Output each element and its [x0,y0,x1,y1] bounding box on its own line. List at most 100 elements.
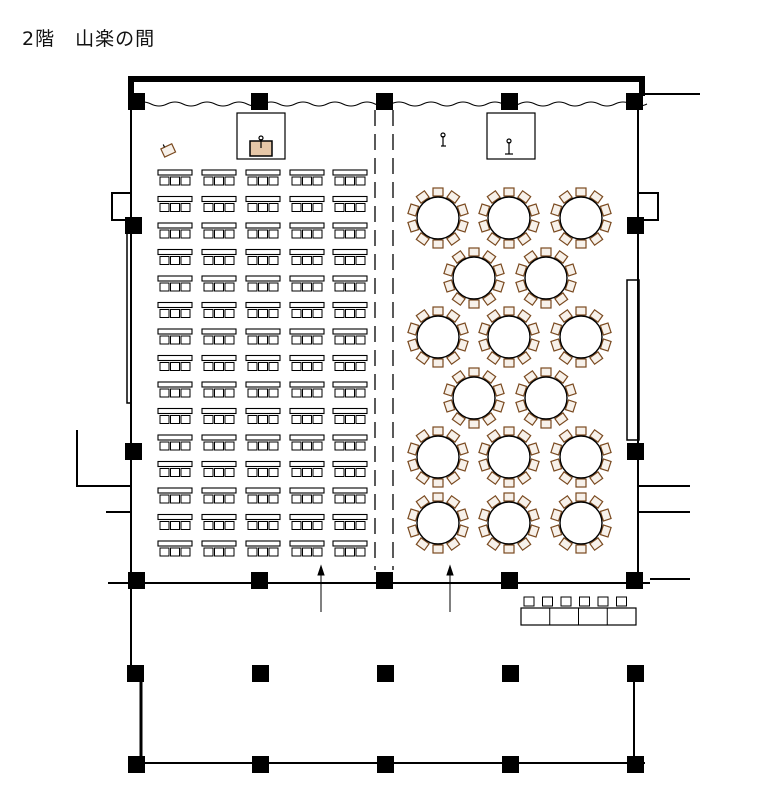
seat [345,282,355,292]
seat [291,203,302,212]
seat [170,415,180,424]
seat [247,335,258,345]
seat [214,176,224,186]
round-table [550,187,612,249]
column [626,93,643,110]
desk-unit [332,460,368,477]
column [128,756,145,773]
desk-unit [332,222,368,239]
column [377,665,394,682]
seat [302,203,312,212]
seat [203,229,214,239]
seat [170,441,180,451]
seat [334,521,345,530]
seat [170,203,180,212]
seat [268,494,279,504]
column [376,572,393,589]
column [377,756,394,773]
seat [268,362,279,371]
banquet-seating [407,187,612,554]
seat [170,388,180,398]
seat [345,256,355,265]
entrance-arrow-left [317,564,325,612]
seat [291,256,302,265]
seat [170,362,180,371]
seat [302,229,312,239]
seat [258,229,268,239]
seat [291,282,302,292]
seat [268,309,279,318]
seat [334,494,345,504]
seat [312,415,323,424]
seat [312,441,323,451]
seat [247,468,258,477]
seat [203,441,214,451]
seat [224,547,235,557]
seat [258,388,268,398]
column [502,756,519,773]
seat [180,256,191,265]
seat [159,229,170,239]
seat [258,441,268,451]
seat [312,335,323,345]
desk-unit [245,434,281,451]
seat [203,547,214,557]
seat [224,256,235,265]
round-table [407,492,469,554]
seat [302,441,312,451]
desk-unit [157,328,193,345]
seat [247,521,258,530]
seat [345,415,355,424]
round-table [515,367,577,429]
column [128,572,145,589]
seat [203,468,214,477]
desk-unit [245,195,281,212]
seat [180,282,191,292]
seat [180,309,191,318]
desk-unit [289,434,325,451]
column [252,665,269,682]
desk-unit [332,513,368,530]
seat [214,521,224,530]
desk-unit [245,169,281,186]
seat [203,388,214,398]
seat [224,415,235,424]
seat [247,229,258,239]
seat [258,415,268,424]
desk-unit [201,381,237,398]
seat [355,229,366,239]
round-table [550,306,612,368]
desk-unit [332,169,368,186]
desk-unit [245,301,281,318]
seat [258,203,268,212]
desk-unit [332,381,368,398]
seat [302,282,312,292]
desk-unit [332,275,368,292]
seat [312,203,323,212]
seat [345,176,355,186]
seat [312,362,323,371]
seat [302,309,312,318]
seat [334,468,345,477]
column [626,572,643,589]
seat [159,256,170,265]
desk-unit [289,487,325,504]
seat [224,362,235,371]
column [125,443,142,460]
seat [345,468,355,477]
round-table [550,426,612,488]
seat [170,229,180,239]
column [627,756,644,773]
desk-unit [289,328,325,345]
seat [355,415,366,424]
seat [180,547,191,557]
seat [159,282,170,292]
desk-unit [245,248,281,265]
seat [180,203,191,212]
seat [302,362,312,371]
column [252,756,269,773]
seat [203,203,214,212]
seat [180,362,191,371]
desk-unit [289,354,325,371]
seat [355,282,366,292]
